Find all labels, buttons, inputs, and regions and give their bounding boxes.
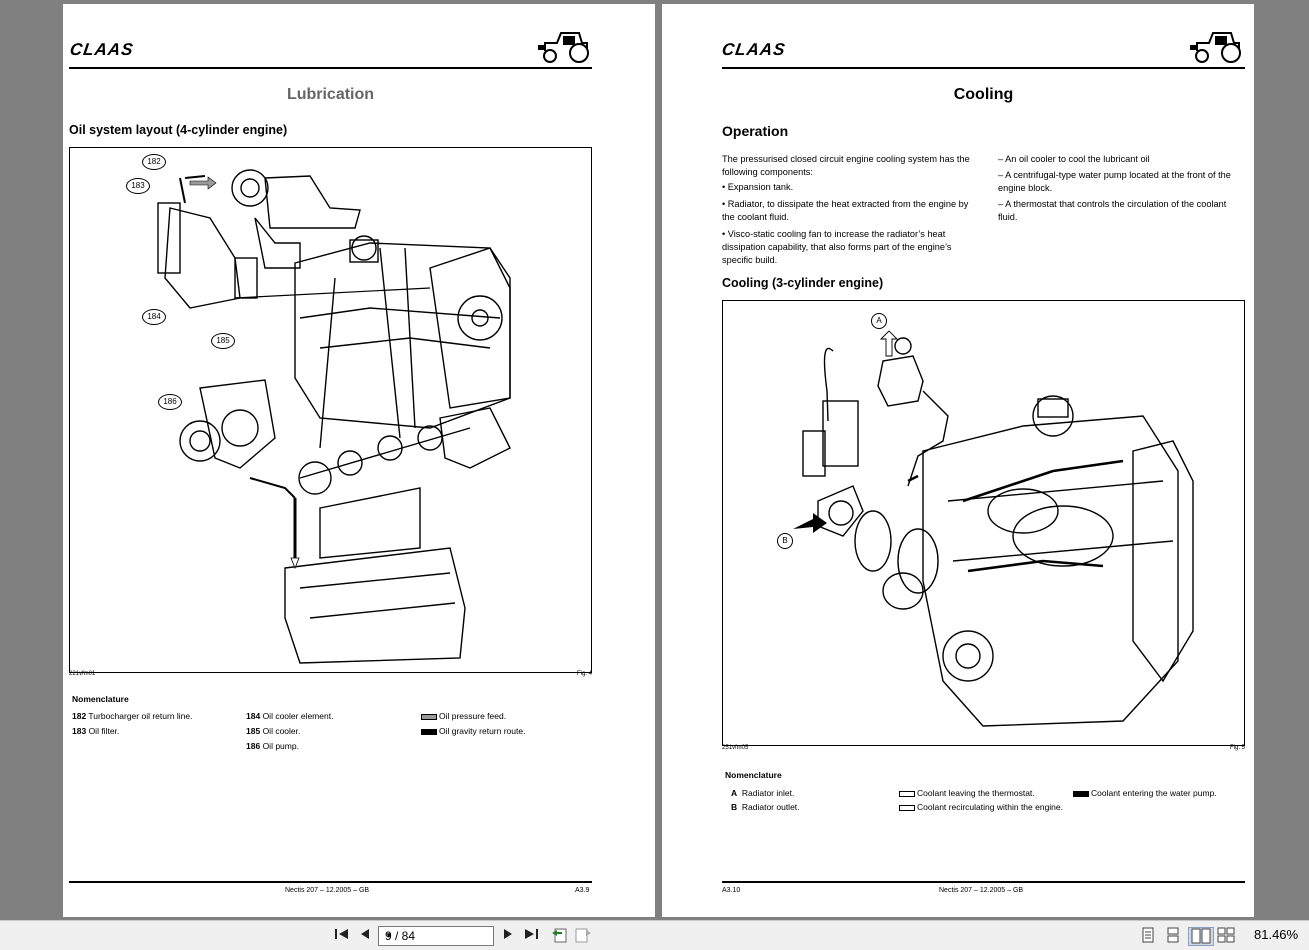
intro-text: The pressurised closed circuit engine co… bbox=[722, 154, 970, 177]
facing-view-icon[interactable] bbox=[1188, 927, 1214, 946]
nomenclature-item: 185 Oil cooler. bbox=[246, 726, 301, 736]
nomenclature-item: 182 Turbocharger oil return line. bbox=[72, 711, 193, 721]
oil-system-figure: 182 183 184 185 186 bbox=[69, 147, 592, 673]
legend-item-leaving: Coolant leaving the thermostat. bbox=[899, 786, 1035, 801]
footer-page-number: A3.10 bbox=[722, 887, 741, 894]
next-page-icon[interactable] bbox=[501, 927, 515, 944]
legend-item-pressure: Oil pressure feed. bbox=[421, 709, 506, 724]
left-page: CLAAS Lubrication Oil system layout (4-c… bbox=[63, 4, 655, 917]
figure-code: 251vfm05 bbox=[722, 745, 749, 751]
section-title: Operation bbox=[722, 123, 789, 139]
dash-item: – A centrifugal-type water pump located … bbox=[998, 170, 1231, 193]
leaving-swatch bbox=[899, 790, 915, 797]
claas-logo: CLAAS bbox=[68, 40, 135, 59]
first-page-icon[interactable] bbox=[334, 927, 350, 944]
nomenclature-title: Nomenclature bbox=[725, 770, 782, 780]
nomenclature-item: 183 Oil filter. bbox=[72, 726, 120, 736]
page-number-value: 9 / 84 bbox=[385, 929, 416, 943]
callout-186: 186 bbox=[158, 394, 182, 410]
legend-item-entering: Coolant entering the water pump. bbox=[1073, 786, 1217, 801]
page-heading: Cooling bbox=[953, 86, 1014, 103]
callout-b: B bbox=[777, 533, 793, 549]
legend-item-gravity: Oil gravity return route. bbox=[421, 724, 525, 739]
header-rule bbox=[722, 67, 1245, 69]
single-page-view-icon[interactable] bbox=[1141, 927, 1155, 944]
prev-page-icon[interactable] bbox=[358, 927, 372, 944]
last-page-icon[interactable] bbox=[523, 927, 539, 944]
cooling-engine-drawing bbox=[793, 330, 1194, 727]
entering-swatch bbox=[1073, 790, 1089, 797]
bullet-item: • Visco-static cooling fan to increase t… bbox=[722, 229, 952, 265]
footer-rule bbox=[69, 881, 592, 883]
viewer-toolbar: 9 / 84 ▼ 81.46% bbox=[0, 920, 1309, 950]
header-rule bbox=[69, 67, 592, 69]
figure-number: Fig. 4 bbox=[577, 671, 593, 677]
continuous-view-icon[interactable] bbox=[1166, 927, 1180, 944]
bullet-item: • Radiator, to dissipate the heat extrac… bbox=[722, 199, 969, 222]
callout-185: 185 bbox=[211, 333, 235, 349]
page-heading: Lubrication bbox=[286, 86, 375, 103]
tractor-icon bbox=[538, 32, 589, 63]
footer-center: Nectis 207 – 12.2005 – GB bbox=[939, 887, 1024, 894]
dash-item: – An oil cooler to cool the lubricant oi… bbox=[998, 154, 1150, 164]
claas-logo: CLAAS bbox=[720, 40, 787, 59]
recirculating-swatch bbox=[899, 804, 915, 811]
legend-item-recirculating: Coolant recirculating within the engine. bbox=[899, 800, 1063, 815]
pressure-swatch bbox=[421, 713, 437, 720]
footer-page-number: A3.9 bbox=[575, 887, 590, 894]
callout-184: 184 bbox=[142, 309, 166, 325]
callout-183: 183 bbox=[126, 178, 150, 194]
nomenclature-item: B Radiator outlet. bbox=[731, 802, 800, 812]
operation-right-column: – An oil cooler to cool the lubricant oi… bbox=[998, 153, 1246, 224]
callout-a: A bbox=[871, 313, 887, 329]
nomenclature-item: 184 Oil cooler element. bbox=[246, 711, 334, 721]
chevron-down-icon[interactable]: ▼ bbox=[385, 931, 393, 940]
nomenclature-title: Nomenclature bbox=[72, 694, 129, 704]
tractor-icon bbox=[1190, 32, 1241, 63]
operation-left-column: The pressurised closed circuit engine co… bbox=[722, 153, 972, 267]
go-back-icon[interactable] bbox=[551, 927, 569, 944]
footer-rule bbox=[722, 881, 1245, 883]
gravity-swatch bbox=[421, 728, 437, 735]
right-page: CLAAS Cooling Operation The pressurised … bbox=[662, 4, 1254, 917]
zoom-level[interactable]: 81.46% bbox=[1254, 927, 1299, 942]
nomenclature-item: 186 Oil pump. bbox=[246, 741, 299, 751]
figure-number: Fig. 5 bbox=[1230, 745, 1246, 751]
footer-center: Nectis 207 – 12.2005 – GB bbox=[285, 887, 370, 894]
bullet-item: • Expansion tank. bbox=[722, 182, 794, 192]
section-title: Oil system layout (4-cylinder engine) bbox=[69, 123, 288, 137]
page-number-field[interactable]: 9 / 84 ▼ bbox=[378, 926, 494, 946]
continuous-facing-view-icon[interactable] bbox=[1217, 927, 1235, 944]
cooling-figure: A B bbox=[722, 300, 1245, 746]
figure-code: 221vfm01 bbox=[69, 671, 96, 677]
dash-item: – A thermostat that controls the circula… bbox=[998, 199, 1227, 222]
subsection-title: Cooling (3-cylinder engine) bbox=[722, 276, 884, 290]
callout-182: 182 bbox=[142, 154, 166, 170]
go-forward-icon[interactable] bbox=[574, 927, 592, 944]
nomenclature-item: A Radiator inlet. bbox=[731, 788, 795, 798]
engine-exploded-drawing bbox=[157, 169, 511, 664]
